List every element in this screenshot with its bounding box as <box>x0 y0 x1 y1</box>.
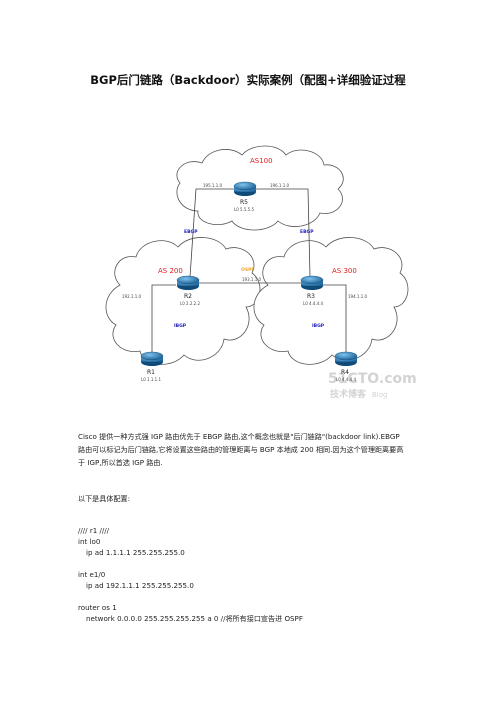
intro-paragraph: Cisco 提供一种方式强 IGP 路由优先于 EBGP 路由,这个概念也就是"… <box>78 430 428 469</box>
r4-label: R4 <box>341 369 349 376</box>
r2-loopback: L0 2.2.2.2 <box>180 301 200 306</box>
intro-line-3: 于 IGP,所以首选 IGP 路由. <box>78 458 163 467</box>
ibgp-right-label: IBGP <box>312 323 325 329</box>
router-r1 <box>140 351 164 366</box>
net-r2-r5: 195.1.1.0 <box>203 183 223 188</box>
page-title: BGP后门链路（Backdoor）实际案例（配图+详细验证过程 <box>90 73 406 87</box>
network-diagram: 51CTO.com 技术博客 Blog AS100 AS 200 AS 300 … <box>105 145 417 400</box>
ospf-label: OSPF <box>241 267 254 273</box>
intro-line-1: Cisco 提供一种方式强 IGP 路由优先于 EBGP 路由,这个概念也就是"… <box>78 432 400 441</box>
r3-label: R3 <box>307 293 315 300</box>
net-r2-r3: 193.1.1.0 <box>242 277 262 282</box>
router-r4 <box>334 351 358 366</box>
as300-label: AS 300 <box>332 267 357 275</box>
r5-loopback: L0 5.5.5.5 <box>234 207 254 212</box>
cloud-as100 <box>176 145 344 231</box>
code-line: ip ad 1.1.1.1 255.255.255.0 <box>86 548 185 557</box>
router-r2 <box>176 275 200 290</box>
net-r1-r2: 192.1.1.0 <box>122 294 142 299</box>
code-line: network 0.0.0.0 255.255.255.255 a 0 //将所… <box>86 614 303 623</box>
ebgp-right-label: EBGP <box>300 229 314 235</box>
cloud-as200 <box>105 237 261 365</box>
code-line: ip ad 192.1.1.1 255.255.255.0 <box>86 581 194 590</box>
r1-label: R1 <box>147 369 155 376</box>
net-r3-r5: 196.1.1.0 <box>270 183 290 188</box>
watermark-sub: 技术博客 <box>330 388 367 400</box>
code-line: //// r1 //// <box>78 526 110 535</box>
intro-line-2: 路由可以标记为后门链路,它将设置这些路由的管理距离与 BGP 本地成 200 相… <box>78 445 404 454</box>
as200-label: AS 200 <box>158 267 183 275</box>
router-r3 <box>300 275 324 290</box>
router-r5 <box>233 181 257 196</box>
r4-loopback: L0 4.4.4.4 <box>336 377 356 382</box>
r1-loopback: L0 1.1.1.1 <box>141 377 161 382</box>
net-r3-r4: 194.1.1.0 <box>348 294 368 299</box>
r5-label: R5 <box>240 199 248 206</box>
code-line: int e1/0 <box>78 570 106 579</box>
cloud-as300 <box>253 237 409 365</box>
r3-loopback: L0 4.4.4.4 <box>303 301 323 306</box>
config-code: //// r1 //// int lo0 ip ad 1.1.1.1 255.2… <box>78 525 438 624</box>
watermark-main: 51CTO.com <box>328 371 417 387</box>
ibgp-left-label: IBGP <box>174 323 187 329</box>
as100-label: AS100 <box>250 157 273 165</box>
r2-label: R2 <box>184 293 192 300</box>
code-line: router os 1 <box>78 603 117 612</box>
watermark-logo: 51CTO.com 技术博客 Blog <box>328 371 417 400</box>
links <box>151 188 347 357</box>
ebgp-left-label: EBGP <box>184 229 198 235</box>
code-line: int lo0 <box>78 537 101 546</box>
config-heading: 以下是具体配置: <box>78 494 131 503</box>
watermark-blog: Blog <box>372 391 387 399</box>
